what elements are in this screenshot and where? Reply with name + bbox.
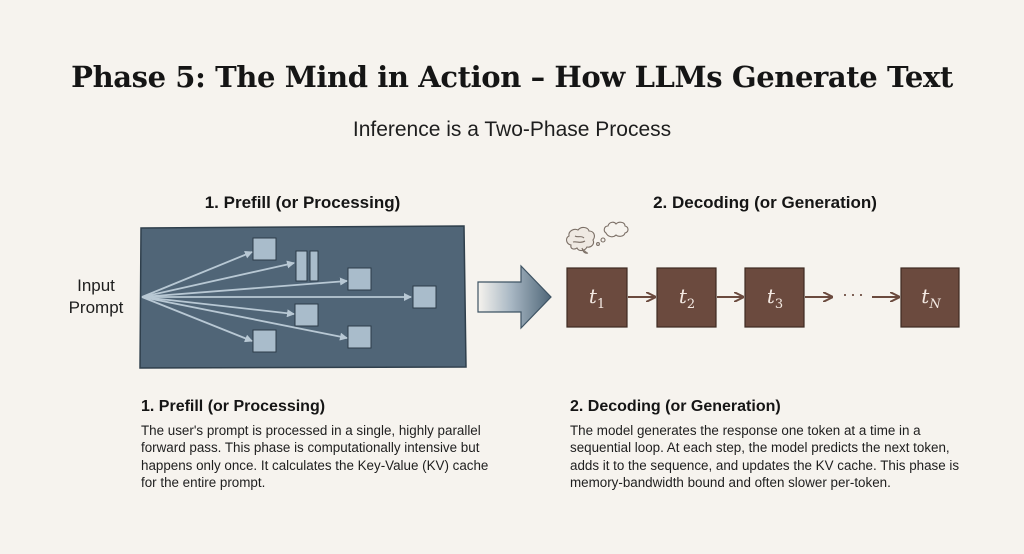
input-prompt-label: Input Prompt (56, 275, 136, 319)
parallel-arrow (141, 296, 295, 318)
prefill-node (347, 267, 372, 291)
prefill-node (309, 250, 319, 282)
decoding-heading: 2. Decoding (or Generation) (653, 193, 877, 212)
prefill-description-text: The user's prompt is processed in a sing… (141, 422, 489, 491)
parallel-arrow (141, 277, 348, 298)
page-title: Phase 5: The Mind in Action – How LLMs G… (71, 60, 953, 94)
token-box-3 (744, 267, 805, 328)
token-box-1 (566, 267, 628, 328)
token-label-3: t3 (766, 284, 784, 312)
right-arrow-icon (477, 264, 552, 330)
parallel-arrow (141, 250, 253, 298)
prefill-description-block: 1. Prefill (or Processing) The user's pr… (141, 398, 501, 492)
input-label-line2: Prompt (68, 298, 124, 317)
brain-thought-icon (566, 221, 629, 254)
prefill-node (412, 285, 437, 309)
prefill-heading: 1. Prefill (or Processing) (204, 193, 401, 212)
decoding-description-block: 2. Decoding (or Generation) The model ge… (570, 398, 980, 492)
prefill-nodes (252, 237, 437, 353)
token-box-n (900, 267, 960, 328)
page-subtitle: Inference is a Two-Phase Process (352, 118, 672, 141)
prefill-node (347, 325, 372, 349)
prefill-node (252, 329, 277, 353)
prefill-description-heading: 1. Prefill (or Processing) (141, 398, 326, 415)
parallel-arrows (141, 250, 412, 343)
prefill-node (294, 303, 319, 327)
token-label-2: t2 (678, 284, 696, 312)
decoding-description-heading: 2. Decoding (or Generation) (570, 398, 781, 415)
parallel-arrow (141, 296, 348, 341)
input-label-line1: Input (77, 276, 115, 295)
token-box-2 (656, 267, 717, 328)
token-label-1: t1 (588, 284, 606, 312)
parallel-arrow (141, 260, 295, 298)
ellipsis: ··· (842, 284, 866, 304)
token-label-n: tN (921, 284, 941, 312)
parallel-arrow (141, 296, 253, 343)
token-boxes (566, 267, 960, 328)
prefill-node (252, 237, 277, 261)
decoding-description-text: The model generates the response one tok… (570, 422, 960, 491)
prefill-node (295, 250, 308, 282)
